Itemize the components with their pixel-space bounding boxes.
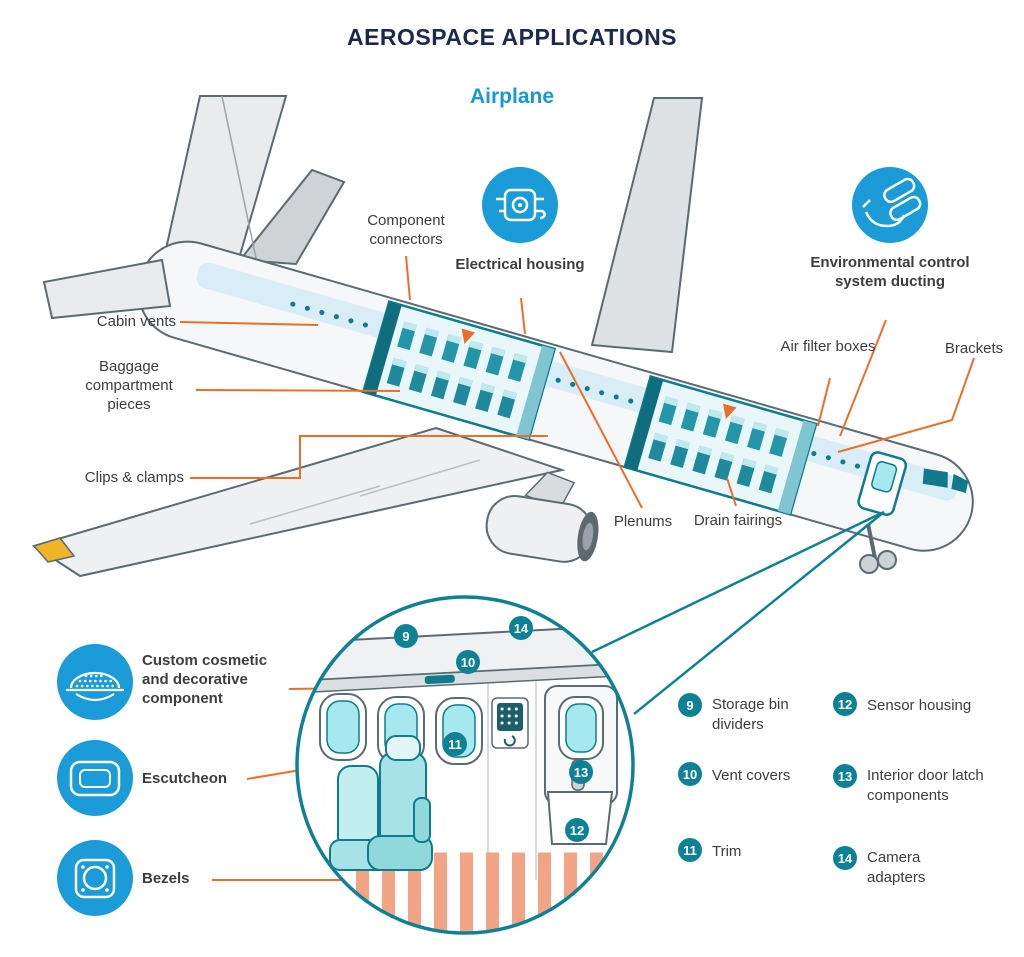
leader-clips-clamps bbox=[190, 435, 548, 479]
callout-drain-fairings: Drain fairings bbox=[693, 512, 783, 529]
detail-badge-10: 10 bbox=[456, 650, 480, 674]
magnifier-lines bbox=[591, 510, 885, 715]
callout-air-filter-boxes: Air filter boxes bbox=[780, 338, 876, 355]
interior-door bbox=[544, 685, 618, 805]
legend-label-storage-bin-dividers: Storage bin dividers bbox=[712, 696, 789, 733]
bezel-icon bbox=[57, 840, 133, 916]
callout-cabin-vents: Cabin vents bbox=[96, 313, 176, 330]
winglet bbox=[32, 537, 76, 563]
legend-label-trim: Trim bbox=[712, 843, 742, 860]
leader-electrical-housing bbox=[520, 297, 526, 335]
detail-badge-12: 12 bbox=[565, 818, 589, 842]
legend-label-camera-adapters: Camera adapters bbox=[867, 849, 926, 886]
leader-drain-fairings bbox=[726, 477, 737, 507]
exit-marker bbox=[723, 403, 737, 419]
passenger-door bbox=[857, 451, 908, 516]
leader-component-connectors bbox=[405, 255, 411, 301]
horizontal-stabilizer bbox=[42, 258, 172, 320]
cosmetic-component-icon bbox=[57, 644, 133, 720]
vent-cover bbox=[424, 674, 455, 684]
detail-badge-14: 14 bbox=[509, 616, 533, 640]
interior-zoom-circle bbox=[295, 595, 635, 935]
legend-label-vent-covers: Vent covers bbox=[712, 767, 791, 784]
detail-badge-13: 13 bbox=[569, 760, 593, 784]
leader-baggage bbox=[195, 389, 401, 392]
callout-custom-cosmetic: Custom cosmetic and decorative component bbox=[142, 652, 268, 707]
near-wing bbox=[31, 426, 566, 578]
callout-plenums: Plenums bbox=[613, 513, 673, 530]
legend-badge-12: 12 bbox=[833, 692, 857, 716]
legend-label-sensor-housing: Sensor housing bbox=[867, 697, 972, 714]
detail-badge-11: 11 bbox=[443, 732, 467, 756]
environmental-ducting-icon bbox=[852, 167, 928, 243]
callout-component-connectors: Component connectors bbox=[367, 212, 445, 248]
page-title: AEROSPACE APPLICATIONS bbox=[346, 24, 678, 50]
leader-brackets bbox=[837, 357, 975, 453]
fuselage bbox=[137, 240, 974, 552]
callout-brackets: Brackets bbox=[944, 340, 1004, 357]
callout-electrical-housing: Electrical housing bbox=[455, 256, 585, 273]
keypad-panel bbox=[491, 697, 529, 749]
nose-gear bbox=[859, 523, 897, 574]
legend-badge-13: 13 bbox=[833, 764, 857, 788]
rudder-line bbox=[221, 95, 257, 259]
passenger-seats bbox=[329, 735, 433, 871]
page-subtitle: Airplane bbox=[469, 85, 555, 108]
leader-plenums bbox=[559, 351, 643, 509]
callout-escutcheon: Escutcheon bbox=[142, 770, 228, 787]
callout-baggage-compartment: Baggage compartment pieces bbox=[85, 358, 173, 413]
cockpit-windows bbox=[922, 468, 969, 493]
escutcheon-icon bbox=[57, 740, 133, 816]
electrical-housing-icon bbox=[482, 167, 558, 243]
leader-cabin-vents bbox=[179, 321, 319, 326]
legend-badge-9: 9 bbox=[678, 693, 702, 717]
engine bbox=[485, 471, 599, 563]
callout-bezels: Bezels bbox=[142, 870, 190, 887]
callout-clips-clamps: Clips & clamps bbox=[84, 469, 184, 486]
leader-environmental-ducting bbox=[839, 319, 887, 437]
far-wing bbox=[590, 97, 704, 354]
airplane-illustration bbox=[31, 95, 974, 578]
cabin-window-dots bbox=[290, 301, 865, 470]
callout-environmental-ducting: Environmental control system ducting bbox=[810, 254, 970, 290]
legend-badge-11: 11 bbox=[678, 838, 702, 862]
leader-air-filter-boxes bbox=[817, 377, 831, 427]
legend-badge-14: 14 bbox=[833, 846, 857, 870]
legend-badge-10: 10 bbox=[678, 762, 702, 786]
exit-marker bbox=[461, 328, 476, 345]
cabin-cutaway-rear bbox=[623, 375, 818, 516]
far-stabilizer bbox=[238, 168, 346, 266]
detail-badge-9: 9 bbox=[394, 624, 418, 648]
cabin-cutaway-front bbox=[361, 300, 557, 441]
legend-label-interior-door-latch: Interior door latch components bbox=[867, 767, 984, 804]
